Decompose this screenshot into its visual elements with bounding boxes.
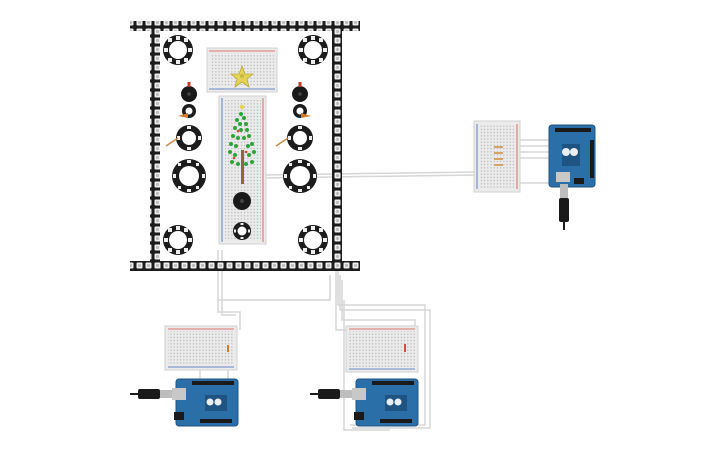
- resistors: [494, 146, 503, 166]
- neopixel-strip-frame[interactable]: [130, 21, 360, 271]
- breadboard-bottom-right[interactable]: [345, 325, 419, 373]
- breadboard-right[interactable]: [473, 120, 521, 193]
- neopixel-ring-bottom-right[interactable]: [298, 225, 328, 255]
- neopixel-ring-bottom-left[interactable]: [163, 225, 193, 255]
- breadboard-bottom-left[interactable]: [164, 325, 238, 371]
- neopixel-ring-top-right[interactable]: [298, 35, 328, 65]
- arduino-uno-bottom-right[interactable]: [310, 378, 419, 427]
- arduino-uno-right[interactable]: [548, 124, 596, 230]
- buzzer-center[interactable]: [233, 192, 251, 210]
- star-leds[interactable]: [229, 64, 255, 88]
- snowman-left[interactable]: [165, 82, 206, 193]
- neopixel-ring-center[interactable]: [233, 222, 251, 240]
- snowman-right[interactable]: [275, 82, 317, 193]
- neopixel-ring-top-left[interactable]: [163, 35, 193, 65]
- christmas-tree-leds[interactable]: [228, 104, 256, 184]
- arduino-uno-bottom-left[interactable]: [130, 378, 239, 427]
